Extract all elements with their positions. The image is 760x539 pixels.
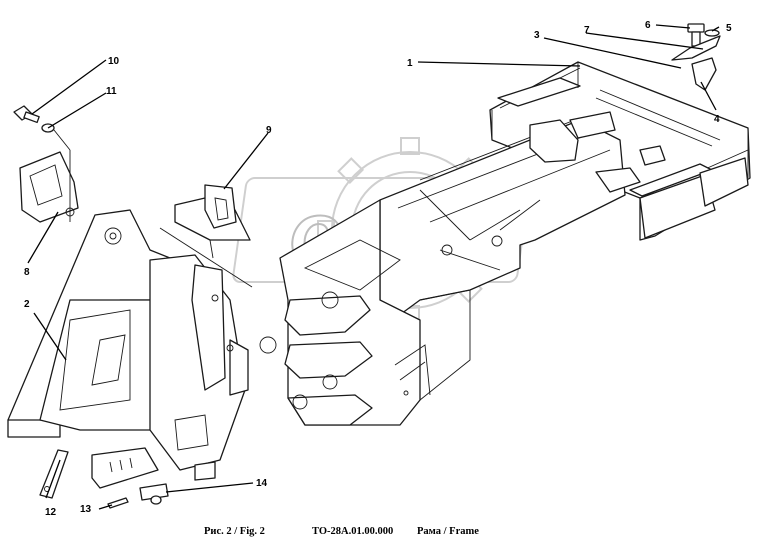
- callout-14: 14: [256, 478, 268, 489]
- callout-6: 6: [645, 20, 651, 31]
- lock-4-part: [691, 57, 717, 91]
- axle-14-part: [139, 483, 169, 505]
- main-frame-part: [259, 61, 751, 426]
- pin-13-part: [107, 497, 129, 509]
- callout-3: 3: [534, 30, 540, 41]
- washer-5-part: [704, 29, 720, 37]
- callout-7: 7: [584, 25, 590, 36]
- callout-10: 10: [108, 56, 120, 67]
- caption-code: ТО-28А.01.00.000: [312, 526, 393, 537]
- figure-caption: Рис. 2 / Fig. 2 ТО-28А.01.00.000 Рама / …: [204, 526, 479, 537]
- bracket-8-part: [19, 151, 79, 223]
- callout-labels: 1 2 3 4 5 6 7 8 9 10 11 12 13 14: [24, 20, 732, 518]
- callout-8: 8: [24, 267, 30, 278]
- bracket-9-part: [174, 184, 251, 241]
- front-frame-part: [7, 209, 249, 489]
- callout-9: 9: [266, 125, 272, 136]
- bolt-10-part: [13, 105, 40, 124]
- callout-4: 4: [714, 114, 720, 125]
- callout-1: 1: [407, 58, 413, 69]
- caption-title: Рама / Frame: [417, 526, 479, 537]
- leader-lines: [27, 24, 720, 510]
- callout-5: 5: [726, 23, 732, 34]
- caption-figure: Рис. 2 / Fig. 2: [204, 526, 265, 537]
- callout-11: 11: [106, 86, 117, 97]
- callout-2: 2: [24, 299, 30, 310]
- callout-12: 12: [45, 507, 57, 518]
- callout-13: 13: [80, 504, 92, 515]
- pin-12-part: [39, 449, 69, 499]
